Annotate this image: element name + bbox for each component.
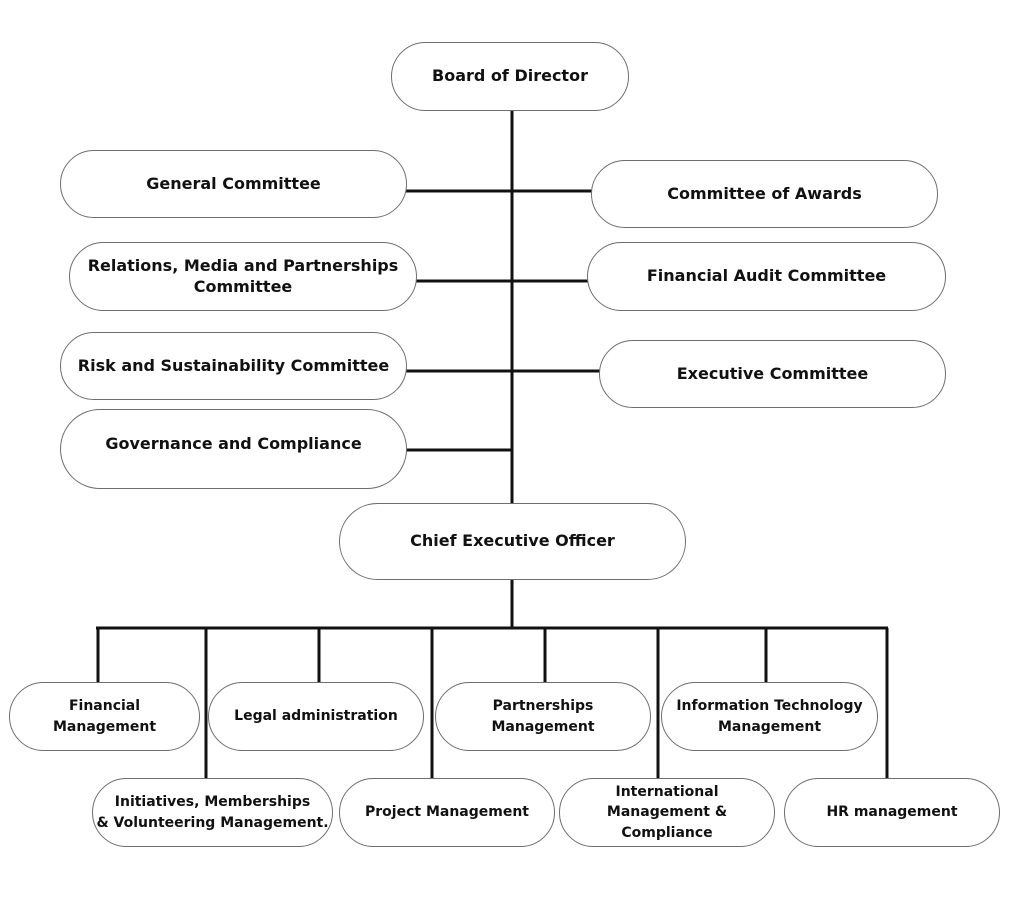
general-committee-label: General Committee (146, 173, 321, 193)
partnerships-management-label: Partnerships Management (491, 698, 595, 735)
committee-of-awards-node: Committee of Awards (591, 160, 938, 228)
legal-administration-node: Legal administration (208, 682, 424, 751)
it-management-label: Information Technology Management (676, 698, 863, 735)
governance-node: Governance and Compliance (60, 409, 407, 489)
board-of-director-node: Board of Director (391, 42, 629, 111)
international-management-label: International Management & Compliance (606, 784, 728, 841)
relations-committee-node: Relations, Media and Partnerships Commit… (69, 242, 417, 311)
financial-management-label: Financial Management (52, 698, 157, 735)
initiatives-management-label: Initiatives, Memberships & Volunteering … (96, 794, 329, 831)
project-management-node: Project Management (339, 778, 555, 847)
partnerships-management-node: Partnerships Management (435, 682, 651, 751)
awards-label: Committee of Awards (667, 183, 862, 203)
executive-committee-node: Executive Committee (599, 340, 946, 408)
project-management-label: Project Management (365, 804, 529, 821)
international-management-node: International Management & Compliance (559, 778, 775, 847)
legal-administration-label: Legal administration (234, 708, 398, 725)
board-label: Board of Director (432, 66, 588, 86)
general-committee-node: General Committee (60, 150, 407, 218)
ceo-node: Chief Executive Officer (339, 503, 686, 580)
risk-committee-node: Risk and Sustainability Committee (60, 332, 407, 400)
hr-management-label: HR management (826, 804, 958, 821)
governance-label: Governance and Compliance (105, 434, 362, 453)
hr-management-node: HR management (784, 778, 1000, 847)
ceo-label: Chief Executive Officer (410, 531, 615, 551)
audit-label: Financial Audit Committee (646, 266, 887, 286)
initiatives-management-node: Initiatives, Memberships & Volunteering … (92, 778, 333, 847)
risk-committee-label: Risk and Sustainability Committee (77, 355, 390, 375)
financial-management-node: Financial Management (9, 682, 200, 751)
relations-committee-label: Relations, Media and Partnerships Commit… (87, 255, 399, 296)
it-management-node: Information Technology Management (661, 682, 878, 751)
executive-label: Executive Committee (676, 363, 869, 383)
financial-audit-committee-node: Financial Audit Committee (587, 242, 946, 311)
